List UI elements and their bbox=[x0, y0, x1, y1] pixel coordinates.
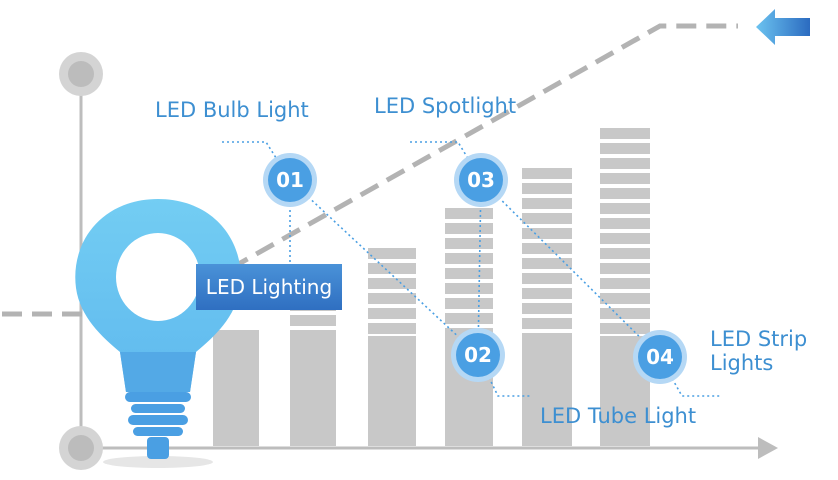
bar-stripe bbox=[445, 253, 493, 264]
bar-stripe bbox=[290, 330, 336, 336]
leader-line-04-label bbox=[659, 356, 722, 397]
bar-solid-base bbox=[290, 336, 336, 446]
bar-stripe bbox=[368, 248, 416, 259]
bar-stripe bbox=[522, 198, 572, 209]
bar-stripe bbox=[522, 303, 572, 314]
bar-stripe bbox=[213, 330, 259, 336]
bar-stripe bbox=[600, 203, 650, 214]
axes bbox=[59, 52, 778, 470]
bar-stripe bbox=[600, 263, 650, 274]
arrow-left-icon bbox=[756, 9, 810, 45]
label-led-bulb-light: LED Bulb Light bbox=[155, 98, 309, 122]
leader-line-03-04 bbox=[480, 179, 661, 358]
bar-stripe bbox=[600, 218, 650, 229]
bar-stripe bbox=[600, 248, 650, 259]
striped-bar bbox=[290, 300, 336, 446]
bar-group bbox=[213, 128, 650, 446]
leader-line-03-label bbox=[410, 141, 482, 181]
bar-stripe bbox=[445, 283, 493, 294]
bar-stripe bbox=[600, 308, 650, 319]
bar-stripe bbox=[600, 128, 650, 139]
label-led-tube-light: LED Tube Light bbox=[540, 404, 697, 428]
label-led-strip-lights: LED Strip Lights bbox=[710, 327, 808, 376]
bar-stripe bbox=[600, 278, 650, 289]
bar-stripe bbox=[445, 313, 493, 324]
bar-stripe bbox=[522, 273, 572, 284]
striped-bar bbox=[368, 248, 416, 446]
light-bulb-icon bbox=[75, 199, 241, 468]
bar-stripe bbox=[368, 293, 416, 304]
bar-stripe bbox=[600, 233, 650, 244]
bar-stripe bbox=[290, 315, 336, 326]
bar-stripe bbox=[445, 238, 493, 249]
bar-stripe bbox=[445, 268, 493, 279]
trend-dashed-line bbox=[2, 23, 738, 317]
bar-stripe bbox=[600, 293, 650, 304]
bar-stripe bbox=[522, 183, 572, 194]
bar-stripe bbox=[522, 288, 572, 299]
label-led-spotlight: LED Spotlight bbox=[374, 94, 517, 118]
bar-stripe bbox=[445, 208, 493, 219]
badge-03: 03 bbox=[459, 158, 503, 202]
bar-stripe bbox=[368, 263, 416, 274]
bar-stripe bbox=[522, 228, 572, 239]
bar-stripe bbox=[445, 328, 493, 336]
bar-stripe bbox=[368, 323, 416, 334]
bar-stripe bbox=[368, 308, 416, 319]
bar-stripe bbox=[600, 158, 650, 169]
bar-stripe bbox=[522, 258, 572, 269]
striped-bar bbox=[600, 128, 650, 446]
bar-stripe bbox=[600, 323, 650, 334]
badge-01: 01 bbox=[268, 158, 312, 202]
bar-stripe bbox=[522, 318, 572, 329]
x-axis-arrowhead bbox=[758, 437, 778, 459]
bar-stripe bbox=[368, 278, 416, 289]
bar-stripe bbox=[600, 188, 650, 199]
striped-bar bbox=[445, 208, 493, 446]
bar-stripe bbox=[522, 333, 572, 336]
center-label-led-lighting: LED Lighting bbox=[196, 264, 342, 310]
striped-bar bbox=[213, 330, 259, 446]
striped-bar bbox=[522, 168, 572, 446]
leader-line-03-02 bbox=[477, 179, 482, 356]
bar-stripe bbox=[600, 143, 650, 154]
origin-node-inner bbox=[68, 435, 94, 461]
bar-stripe bbox=[522, 168, 572, 179]
bar-stripe bbox=[522, 213, 572, 224]
badge-02: 02 bbox=[456, 333, 500, 377]
badge-04: 04 bbox=[638, 335, 682, 379]
bar-solid-base bbox=[522, 336, 572, 446]
bar-stripe bbox=[600, 173, 650, 184]
bar-stripe bbox=[522, 243, 572, 254]
bar-stripe bbox=[445, 223, 493, 234]
y-axis-top-node-inner bbox=[68, 61, 94, 87]
bar-solid-base bbox=[213, 336, 259, 446]
bar-stripe bbox=[445, 298, 493, 309]
bar-solid-base bbox=[368, 336, 416, 446]
